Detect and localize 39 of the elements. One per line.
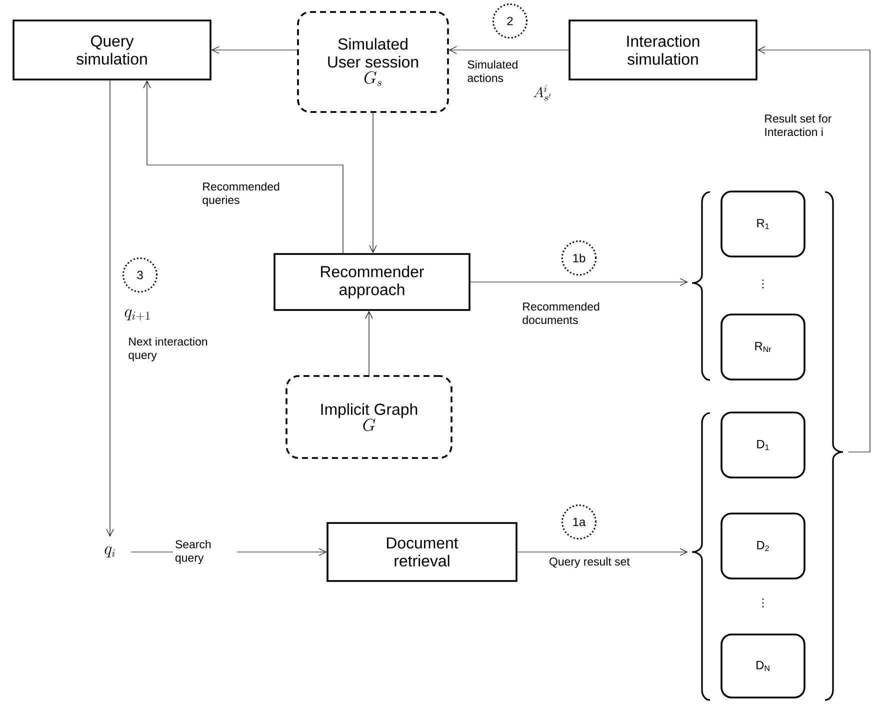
bracket: [691, 412, 710, 701]
step-number: 1a: [561, 504, 597, 540]
edge-label: Recommended queries: [202, 182, 280, 206]
step-number: 2: [492, 3, 528, 39]
formula-label: $q_{i+1}$: [124, 309, 150, 320]
arrow: [106, 80, 114, 537]
ellipsis: ⋮: [762, 598, 764, 608]
arrow: [448, 46, 569, 54]
arrow: [211, 46, 298, 54]
edge-label: Simulated actions: [468, 60, 518, 82]
step-number: 3: [122, 257, 158, 293]
document-box: D$_{1}$: [720, 412, 806, 478]
arrow: [369, 112, 377, 254]
process-box: Query simulation: [12, 20, 212, 80]
document-box: D$_{2}$: [720, 512, 806, 580]
ellipsis: ⋮: [762, 280, 764, 288]
data-box: Simulated User session $G_s$: [297, 11, 449, 113]
document-box: R$_{1}$: [720, 190, 806, 258]
formula-label: $A_{s'}^{i}$: [534, 85, 550, 101]
arrow: [143, 80, 344, 254]
arrow: [365, 310, 373, 376]
process-box: Document retrieval: [326, 522, 518, 582]
process-box: Recommender approach: [274, 253, 470, 311]
process-box: Interaction simulation: [568, 20, 758, 80]
edge-label: Query result set: [550, 557, 630, 568]
arrow: [470, 278, 688, 286]
formula-text: $q_i$: [104, 546, 115, 558]
edge-label: Search query: [173, 538, 237, 566]
edge-label: Next interaction query: [128, 337, 208, 362]
bracket: [691, 191, 710, 381]
step-number: 1b: [561, 240, 597, 276]
edge-label: Recommended documents: [522, 302, 600, 324]
edge-label: Result set for Interaction i: [765, 114, 832, 136]
data-box: Implicit Graph $G$: [286, 375, 452, 459]
bracket: [824, 191, 844, 701]
arrow: [517, 548, 688, 556]
document-box: R$_{Nr}$: [720, 314, 806, 380]
document-box: D$_{N}$: [720, 634, 806, 698]
arrow: [757, 46, 870, 452]
